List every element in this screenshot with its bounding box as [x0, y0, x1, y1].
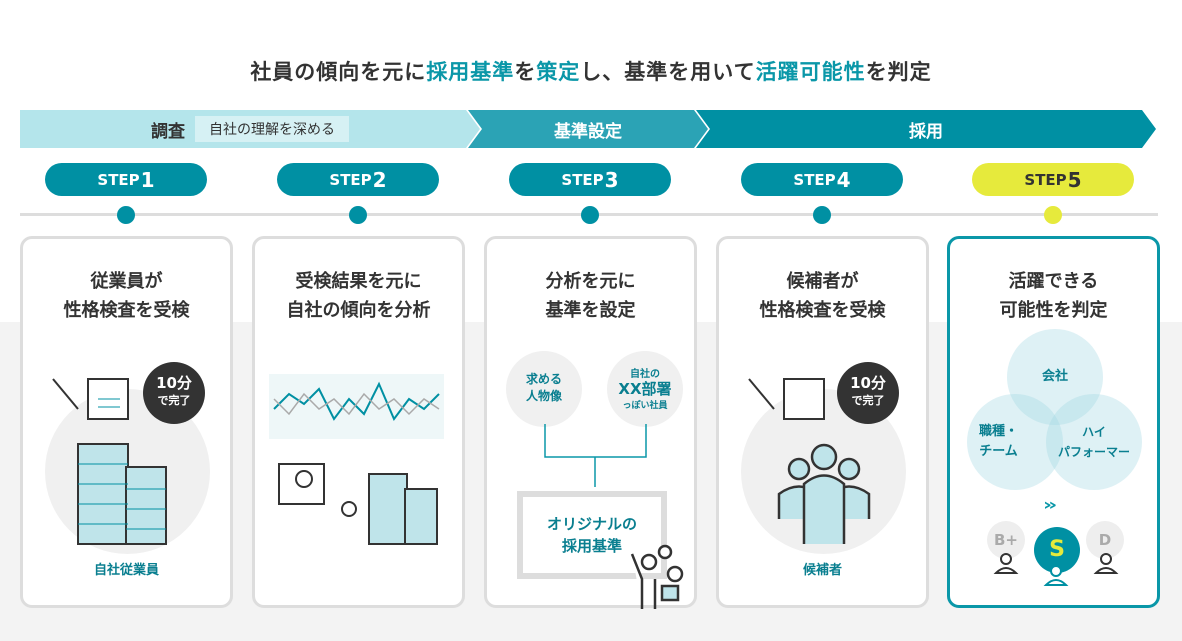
person-icons [993, 553, 1119, 586]
timeline-dot [349, 206, 367, 224]
phase-criteria: 基準設定 [468, 110, 708, 148]
candidates-icon [748, 378, 871, 544]
phase-research: 調査自社の理解を深める [20, 110, 480, 148]
step-1-card: 従業員が性格検査を受検 10分で完了 自社従業員 [20, 236, 233, 608]
timeline-dot [1044, 206, 1062, 224]
page-title: 社員の傾向を元に採用基準を策定し、基準を用いて活躍可能性を判定 [250, 60, 932, 84]
people-presenting-icon [630, 544, 684, 609]
card-title: 活躍できる可能性を判定 [999, 271, 1108, 321]
card-title: 分析を元に基準を設定 [545, 271, 636, 321]
venn-company: 会社 [1007, 329, 1103, 425]
card-title: 受検結果を元に自社の傾向を分析 [286, 271, 431, 321]
venn-high-performer: ハイパフォーマー [1046, 394, 1142, 490]
step-4-card: 候補者が性格検査を受検 10分で完了 候補者 [716, 236, 929, 608]
time-badge: 10分で完了 [837, 362, 899, 424]
venn-job-team: 職種・チーム [967, 394, 1063, 490]
original-criteria-box: オリジナルの採用基準 [517, 491, 667, 579]
grade-d: D [1086, 521, 1124, 559]
timeline-dot [581, 206, 599, 224]
step-5-card: 活躍できる可能性を判定 会社 職種・チーム ハイパフォーマー » B+ S D [947, 236, 1160, 608]
card-caption: 候補者 [802, 563, 842, 578]
phase-hiring: 採用 [696, 110, 1156, 148]
timeline-dot [813, 206, 831, 224]
time-badge: 10分で完了 [143, 362, 205, 424]
office-building-icon [52, 378, 167, 545]
connector-lines [544, 424, 647, 487]
timeline-dot [117, 206, 135, 224]
chevron-double-down-icon: » [1042, 495, 1058, 514]
analysis-chart-icon [269, 374, 444, 545]
step-2-card: 受検結果を元に自社の傾向を分析 [252, 236, 465, 608]
card-title: 候補者が性格検査を受検 [759, 271, 886, 321]
ideal-person-circle: 求める人物像 [506, 351, 582, 427]
card-title: 従業員が性格検査を受検 [63, 271, 190, 321]
grade-b-plus: B+ [987, 521, 1025, 559]
card-caption: 自社従業員 [93, 563, 159, 578]
